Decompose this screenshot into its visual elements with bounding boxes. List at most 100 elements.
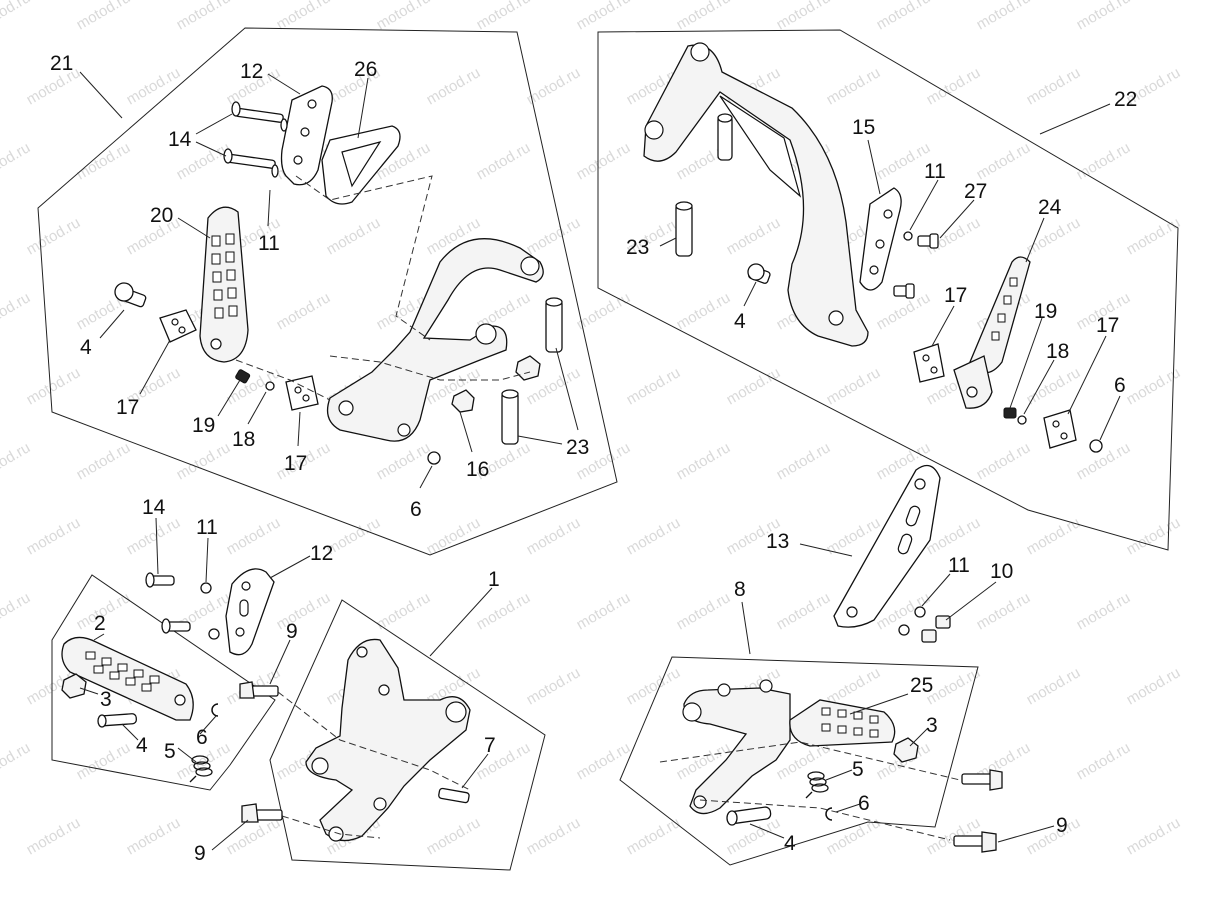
callout-17-c: 17 [944,284,967,307]
watermark-text: motod.ru [74,739,134,783]
callout-numbers: 21 12 26 14 20 11 4 17 19 18 17 16 6 23 … [50,52,1137,865]
footpeg-25 [789,699,896,747]
callout-12-lower: 12 [310,542,333,565]
bracket-21-left [326,238,544,442]
callout-7: 7 [484,734,496,757]
callout-4-lower-right: 4 [784,832,796,855]
watermark-text: motod.ru [224,514,284,558]
watermark-text: motod.ru [174,0,234,33]
bracket-1 [305,638,471,842]
callout-21: 21 [50,52,73,75]
watermark-text: motod.ru [774,439,834,483]
callout-1: 1 [488,568,500,591]
watermark-text: motod.ru [1024,814,1084,858]
callout-22: 22 [1114,88,1137,111]
ball-18-a [265,381,275,391]
bolt-23-upper-left-b [501,389,519,445]
watermark-text: motod.ru [924,64,984,108]
watermark-text: motod.ru [1024,64,1084,108]
callout-9-c: 9 [1056,814,1068,837]
callout-15: 15 [852,116,875,139]
watermark-text: motod.ru [124,514,184,558]
callout-23-upper-right: 23 [626,236,649,259]
group-22-outline [597,29,1179,551]
watermark-text: motod.ru [374,439,434,483]
watermark-text: motod.ru [1124,814,1184,858]
watermark-text: motod.ru [1124,514,1184,558]
watermark-text: motod.ru [1074,439,1134,483]
watermark-text: motod.ru [824,64,884,108]
nut-16-a [515,355,541,381]
watermark-text: motod.ru [524,214,584,258]
clip-6-b [1089,439,1103,453]
pin-4-lower-right [726,806,772,826]
callout-4-lower-left: 4 [136,734,148,757]
watermark-text: motod.ru [74,139,134,183]
bolt-9-a [239,681,279,699]
watermark-text: motod.ru [674,439,734,483]
watermark-text: motod.ru [24,814,84,858]
watermark-text: motod.ru [1074,739,1134,783]
group-1-outline [269,599,546,871]
spring-5-left [189,755,213,783]
callout-11-upper: 11 [258,232,280,255]
callout-4-upper-left: 4 [80,336,92,359]
bolt-upper-right-inner [717,113,733,161]
watermark-text: motod.ru [0,439,33,483]
callout-23-upper-left: 23 [566,436,589,459]
watermark-text: motod.ru [424,64,484,108]
watermark-text: motod.ru [1074,139,1134,183]
washer-11-c [914,606,926,618]
watermark-text: motod.ru [474,139,534,183]
watermark-text: motod.ru [474,589,534,633]
callout-6-b: 6 [1114,374,1126,397]
watermark-text: motod.ru [574,139,634,183]
watermark-text: motod.ru [1074,0,1134,33]
bracket-22-right [643,44,869,347]
plate-17-b [285,375,319,411]
callout-17-d: 17 [1096,314,1119,337]
watermark-text: motod.ru [424,514,484,558]
watermark-text: motod.ru [524,814,584,858]
callout-17-b: 17 [284,452,307,475]
watermark-text: motod.ru [124,814,184,858]
watermark-text: motod.ru [0,0,33,33]
callout-20: 20 [150,204,173,227]
bolt-23-upper-left-a [545,297,563,353]
watermark-text: motod.ru [824,364,884,408]
callout-9-a: 9 [286,620,298,643]
callout-26: 26 [354,58,377,81]
footpeg-24 [953,256,1031,409]
watermark-text: motod.ru [974,589,1034,633]
watermark-text: motod.ru [24,514,84,558]
watermark-text: motod.ru [774,0,834,33]
bolt-14-lower-b [161,618,191,634]
callout-27: 27 [964,180,987,203]
bolt-9-d [953,831,997,853]
callout-6-c: 6 [196,726,208,749]
group-8-outline [619,656,979,866]
watermark-text: motod.ru [674,0,734,33]
pin-4-upper-left [114,282,147,308]
watermark-text: motod.ru [624,364,684,408]
watermark-text: motod.ru [974,0,1034,33]
pin-4-lower-left [97,713,137,728]
watermark-text: motod.ru [274,589,334,633]
watermark-text: motod.ru [824,814,884,858]
watermark-text: motod.ru [374,0,434,33]
bolt-10-a [935,615,951,629]
plate-15 [859,187,902,291]
footpeg-20 [199,206,249,363]
callout-13: 13 [766,530,789,553]
spring-5-right [805,771,829,799]
watermark-text: motod.ru [874,0,934,33]
watermark-text: motod.ru [974,439,1034,483]
watermark-text: motod.ru [574,0,634,33]
bolt-14-lower-a [145,572,175,588]
footpeg-2 [61,636,194,721]
watermark-text: motod.ru [1124,664,1184,708]
group-21-outline [37,27,618,556]
watermark-text: motod.ru [24,214,84,258]
callout-5-left: 5 [164,740,176,763]
watermark-text: motod.ru [24,364,84,408]
